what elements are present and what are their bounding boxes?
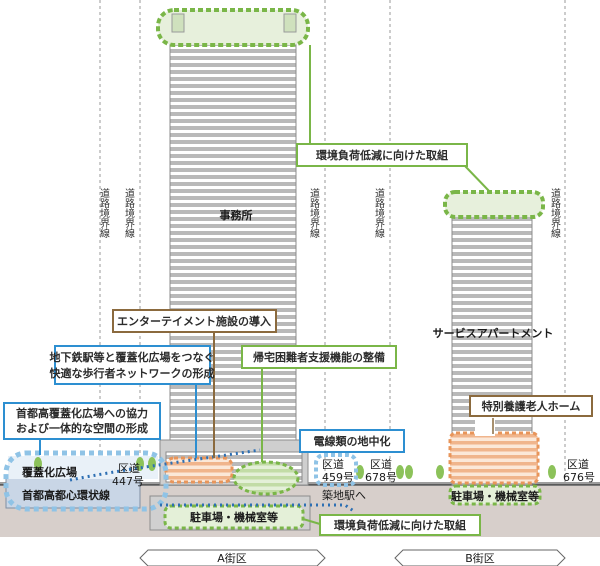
callout-subway-network-line1: 地下鉄駅等と覆蓋化広場をつなぐ bbox=[50, 350, 215, 364]
expressway-label: 首都高都心環状線 bbox=[22, 488, 110, 502]
parking-b-label: 駐車場・機械室等 bbox=[451, 489, 539, 503]
callout-env-bottom-text: 環境負荷低減に向けた取組 bbox=[334, 518, 466, 532]
callout-env-top-text: 環境負荷低減に向けた取組 bbox=[316, 148, 448, 162]
parking-a-label: 駐車場・機械室等 bbox=[190, 510, 278, 524]
callout-underground-lines-text: 電線類の地中化 bbox=[314, 434, 391, 448]
callout-entertainment-text: エンターテイメント施設の導入 bbox=[117, 314, 271, 328]
returnee-support-zone bbox=[232, 460, 300, 496]
district-a-label: A街区 bbox=[217, 551, 247, 565]
callout-returnees bbox=[241, 345, 397, 369]
underground-lines-zone bbox=[314, 453, 358, 487]
district-b-tab bbox=[394, 549, 566, 566]
elderly-home-zone bbox=[448, 431, 540, 485]
parking-b-box bbox=[448, 484, 542, 506]
callout-expressway-line2: および一体的な空間の形成 bbox=[16, 421, 148, 435]
road-676-label-line2: 676号 bbox=[563, 471, 595, 484]
road-459-label-line2: 459号 bbox=[322, 471, 354, 484]
road-447-label-line2: 447号 bbox=[112, 475, 144, 488]
rooftop-green-a bbox=[156, 8, 310, 47]
callout-env-top bbox=[296, 143, 468, 167]
road-boundary-lines bbox=[99, 0, 566, 510]
callout-expressway bbox=[3, 402, 161, 440]
callout-expressway-line1: 首都高覆蓋化広場への協力 bbox=[16, 406, 148, 420]
road-447-label-line1: 区道 bbox=[118, 461, 140, 475]
callout-returnees-text: 帰宅困難者支援機能の整備 bbox=[253, 350, 385, 364]
road-459-label-line1: 区道 bbox=[322, 457, 344, 471]
callout-underground-lines bbox=[299, 429, 405, 453]
expressway-tunnel bbox=[5, 477, 141, 509]
callout-entertainment bbox=[112, 309, 277, 333]
rooftop-equipment-a1 bbox=[171, 13, 185, 33]
tsukiji-label: 築地駅へ bbox=[322, 488, 366, 502]
tsukiji-path bbox=[160, 503, 356, 514]
callout-env-bottom bbox=[319, 514, 481, 536]
callout-elderly-home-text: 特別養護老人ホーム bbox=[482, 399, 581, 413]
district-b-label: B街区 bbox=[465, 551, 495, 565]
tower-a bbox=[159, 41, 309, 486]
plaza-deck bbox=[8, 456, 158, 479]
road-676-label-line1: 区道 bbox=[567, 457, 589, 471]
plaza-label: 覆蓋化広場 bbox=[22, 465, 77, 479]
tower-a-label: 事務所 bbox=[220, 208, 253, 222]
entertainment-zone bbox=[164, 456, 234, 484]
district-a-tab bbox=[139, 549, 326, 566]
trees bbox=[34, 457, 556, 479]
callout-subway-network-line2: 快適な歩行者ネットワークの形成 bbox=[49, 366, 215, 380]
rooftop-green-b bbox=[443, 190, 545, 219]
road-boundary-labels: 道路境界線 道路境界線 道路境界線 道路境界線 道路境界線 bbox=[98, 187, 561, 238]
road-boundary-label-4: 道路境界線 bbox=[373, 187, 385, 238]
rooftop-equipment-a2 bbox=[283, 13, 297, 33]
road-boundary-label-2: 道路境界線 bbox=[123, 187, 135, 238]
callout-subway-network bbox=[54, 345, 211, 385]
road-boundary-label-3: 道路境界線 bbox=[308, 187, 320, 238]
pedestrian-network-path bbox=[69, 448, 261, 482]
callout-elderly-home bbox=[469, 395, 593, 417]
road-boundary-label-1: 道路境界線 bbox=[98, 187, 110, 238]
tower-b-label: サービスアパートメント bbox=[433, 326, 554, 340]
road-678-label-line1: 区道 bbox=[370, 457, 392, 471]
road-678-label-line2: 678号 bbox=[365, 471, 397, 484]
road-boundary-label-5: 道路境界線 bbox=[549, 187, 561, 238]
